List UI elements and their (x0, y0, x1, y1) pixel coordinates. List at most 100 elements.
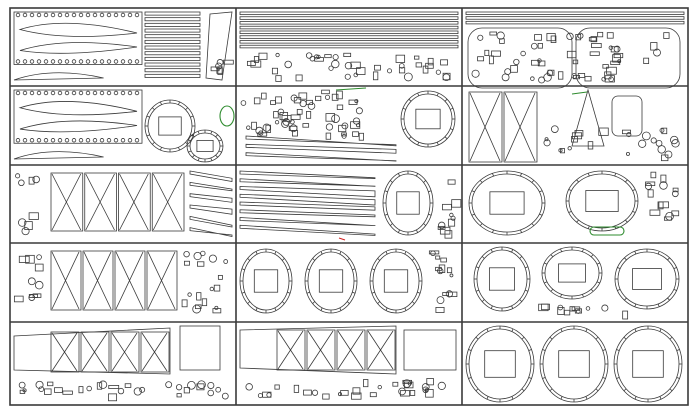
truss-brace (83, 251, 112, 310)
small-part (665, 212, 674, 221)
truss-frame (82, 250, 114, 311)
small-part (550, 35, 557, 43)
small-part (369, 392, 377, 398)
small-part (591, 43, 602, 49)
small-part (54, 387, 63, 393)
truss-brace (115, 251, 144, 310)
small-part (571, 132, 583, 140)
marker (338, 237, 346, 241)
wing-rib (19, 120, 138, 133)
stringer-notch (486, 328, 489, 332)
stringer-notch (521, 336, 525, 340)
lightening-hole (134, 12, 140, 18)
small-part (510, 65, 518, 73)
stringer-notch (544, 281, 548, 284)
truss-frame (306, 329, 336, 371)
small-part (296, 108, 303, 115)
stringer-notch (511, 249, 514, 253)
panel-r1c1 (13, 11, 234, 81)
strip-part (144, 68, 201, 73)
stringer-notch (667, 297, 670, 301)
lightening-hole (15, 12, 21, 18)
stringer-notch (634, 303, 637, 307)
bulkhead-inner (307, 251, 355, 311)
stringer-notch (197, 131, 200, 135)
small-part (488, 55, 494, 65)
stringer-notch (377, 301, 381, 304)
wing-rib (18, 22, 138, 37)
stringer-notch (146, 115, 150, 118)
stringer-notch (524, 266, 529, 269)
stringer-notch (657, 303, 660, 307)
rudder-frame (205, 11, 233, 81)
wing-rib (13, 72, 104, 81)
lightening-hole (85, 90, 91, 96)
lightening-hole (99, 90, 105, 96)
stringer-notch (312, 301, 316, 304)
stringer-notch (255, 251, 258, 255)
strip-part (239, 40, 459, 44)
small-part (537, 43, 543, 49)
small-part (531, 59, 540, 66)
small-part (358, 132, 364, 141)
stringer-notch (398, 229, 400, 233)
lightening-hole (78, 12, 84, 18)
small-part (336, 104, 344, 110)
stringer-notch (667, 257, 670, 261)
stringer-notch (492, 229, 494, 233)
stringer-notch (160, 147, 162, 151)
stringer-notch (490, 249, 493, 253)
small-part (602, 64, 609, 69)
small-part (355, 107, 363, 115)
bulkhead-inner (403, 93, 453, 145)
small-part (584, 75, 592, 82)
small-part (207, 381, 215, 389)
lightening-hole (120, 90, 126, 96)
longeron (245, 143, 397, 154)
small-part (672, 187, 679, 193)
small-part (598, 127, 609, 136)
lightening-hole (78, 138, 84, 143)
lightening-hole (99, 12, 105, 18)
truss-frame (336, 329, 366, 371)
small-part (409, 390, 416, 396)
small-part (477, 56, 485, 62)
lightening-hole (57, 59, 63, 64)
lightening-hole (92, 90, 98, 96)
truss-frame (146, 250, 178, 311)
small-part (550, 125, 559, 133)
small-part (193, 251, 202, 261)
lightening-hole (15, 59, 21, 64)
small-part (221, 392, 229, 400)
stringer-notch (287, 268, 291, 271)
stringer-notch (676, 377, 680, 379)
small-part (36, 254, 42, 260)
stringer-notch (520, 173, 522, 177)
bulkhead-inner (385, 173, 431, 233)
stringer-notch (423, 223, 426, 226)
stringer-notch (542, 377, 546, 379)
lightening-hole (120, 59, 126, 64)
truss-frame (118, 172, 151, 232)
truss-brace (51, 251, 80, 310)
parts-layer (13, 11, 685, 403)
lightening-hole (92, 138, 98, 143)
truss-brace (367, 330, 394, 370)
lightening-hole (29, 59, 35, 64)
stringer-notch (428, 213, 432, 216)
stringer-notch (215, 154, 219, 158)
small-part (255, 126, 264, 135)
longeron (239, 209, 376, 218)
stringer-notch (560, 328, 563, 332)
small-part (21, 227, 30, 236)
small-part (18, 179, 25, 187)
stringer-notch (320, 307, 323, 311)
small-part (266, 392, 272, 398)
bulkhead-cutout (253, 269, 279, 293)
small-part (442, 292, 449, 296)
small-part (655, 140, 663, 147)
stringer-notch (352, 268, 356, 271)
lightening-hole (64, 138, 70, 143)
truss-frame (50, 250, 82, 311)
stringer-notch (581, 294, 584, 298)
